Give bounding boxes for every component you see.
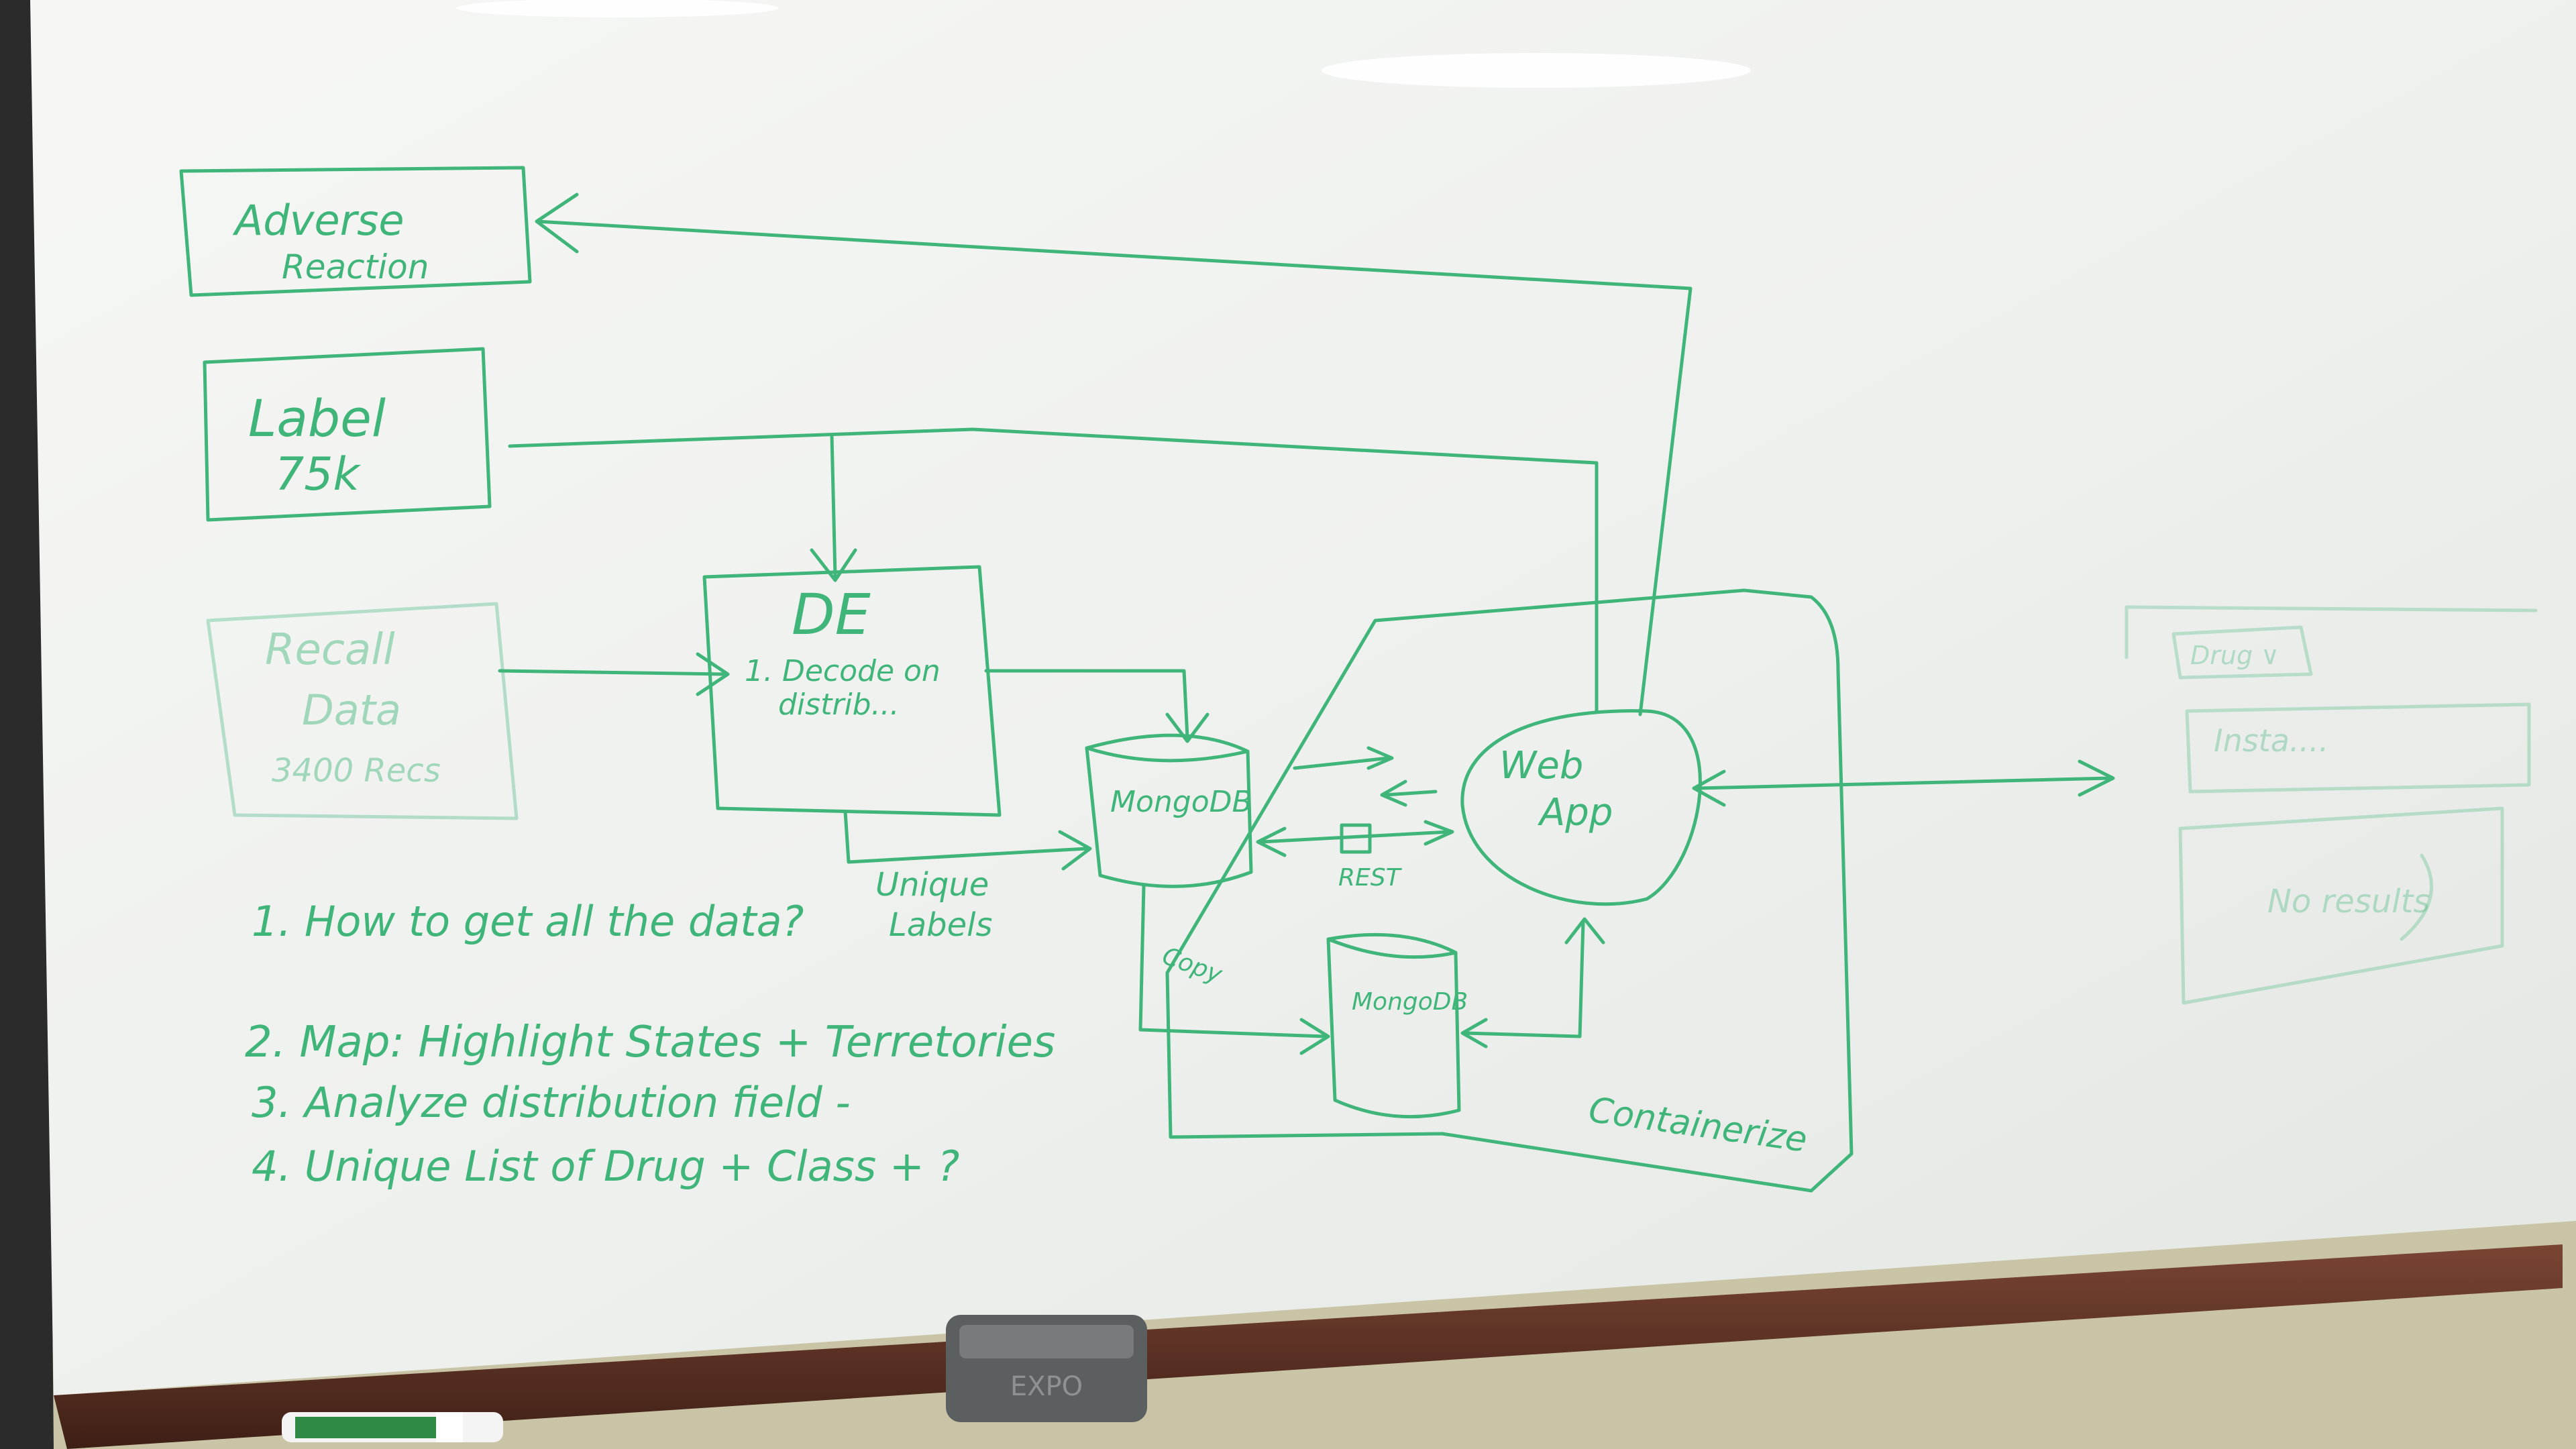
- recall-line1: Recall: [265, 625, 395, 675]
- ui-dropdown-text: Drug ∨: [2190, 641, 2279, 670]
- ui-input-text: Insta....: [2214, 722, 2328, 759]
- web-app-line1: Web: [1499, 744, 1583, 788]
- marker: [282, 1412, 503, 1442]
- label-line2: 75k: [275, 448, 362, 501]
- de-line2: distrib...: [778, 688, 900, 722]
- rest-label: REST: [1338, 864, 1403, 892]
- note-4: 4. Unique List of Drug + Class + ?: [252, 1142, 959, 1191]
- note-3: 3. Analyze distribution field -: [252, 1078, 851, 1127]
- mongodb-bottom-label: MongoDB: [1352, 988, 1468, 1016]
- adverse-line1: Adverse: [232, 196, 405, 245]
- note-2: 2. Map: Highlight States + Terretories: [245, 1018, 1055, 1067]
- unique-labels-line1: Unique: [875, 866, 989, 904]
- recall-line2: Data: [302, 686, 401, 735]
- de-line1: 1. Decode on: [745, 654, 941, 688]
- note-1: 1. How to get all the data?: [252, 897, 804, 946]
- eraser: EXPO: [946, 1315, 1147, 1422]
- de-title: DE: [792, 582, 871, 647]
- svg-text:EXPO: EXPO: [1010, 1371, 1083, 1402]
- light-glare: [1322, 53, 1751, 88]
- ui-results-text: No results: [2267, 883, 2430, 920]
- label-line1: Label: [248, 388, 386, 448]
- web-app-line2: App: [1538, 791, 1613, 835]
- unique-labels-line2: Labels: [889, 906, 993, 944]
- adverse-line2: Reaction: [282, 248, 429, 286]
- recall-line3: 3400 Recs: [272, 752, 441, 790]
- mongodb-top-label: MongoDB: [1110, 785, 1252, 819]
